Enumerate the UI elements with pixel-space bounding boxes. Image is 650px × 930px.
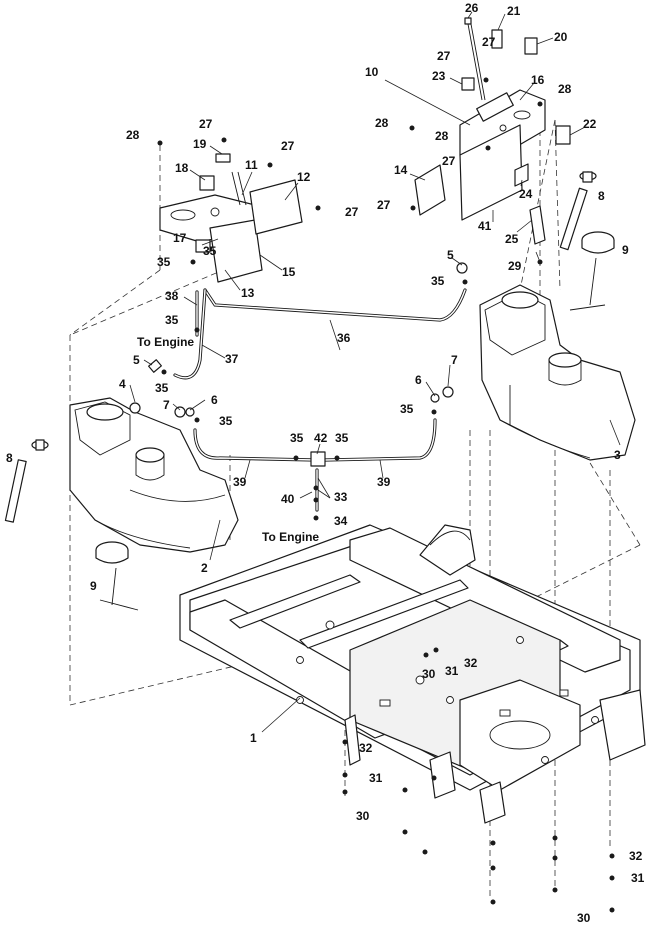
- callout-26: 26: [465, 1, 479, 15]
- callout-27e: 27: [442, 154, 456, 168]
- callout-18: 18: [175, 161, 189, 175]
- callout-35d: 35: [219, 414, 233, 428]
- callout-35a: 35: [157, 255, 171, 269]
- callout-24: 24: [519, 187, 533, 201]
- callout-35b: 35: [165, 313, 179, 327]
- left-valve-bracket: [159, 153, 303, 283]
- callout-9b: 9: [622, 243, 629, 257]
- callout-8b: 8: [598, 189, 605, 203]
- callout-5a: 5: [133, 353, 140, 367]
- callout-6a: 6: [211, 393, 218, 407]
- callout-32c: 32: [629, 849, 643, 863]
- callout-23: 23: [432, 69, 446, 83]
- fuel-cap-left: [95, 541, 139, 611]
- callout-35h: 35: [431, 274, 445, 288]
- callout-13: 13: [241, 286, 255, 300]
- callout-27g: 27: [482, 35, 496, 49]
- callout-28d: 28: [435, 129, 449, 143]
- left-fuel-tank: [69, 397, 239, 553]
- callout-1: 1: [250, 731, 257, 745]
- callout-35i: 35: [203, 244, 217, 258]
- callout-27a: 27: [199, 117, 213, 131]
- callout-28b: 28: [375, 116, 389, 130]
- callout-36: 36: [337, 331, 351, 345]
- callout-29: 29: [508, 259, 522, 273]
- callout-12: 12: [297, 170, 311, 184]
- callout-4: 4: [119, 377, 126, 391]
- callout-14: 14: [394, 163, 408, 177]
- callout-39a: 39: [233, 475, 247, 489]
- mower-frame: [179, 524, 646, 824]
- callout-21: 21: [507, 4, 521, 18]
- callout-16: 16: [531, 73, 545, 87]
- right-control-panel: [414, 17, 571, 245]
- callout-31a: 31: [445, 664, 459, 678]
- callout-7a: 7: [163, 398, 170, 412]
- callout-labels: 1 2 3 4 5 5 6 6 7 7 8 8 9 9 10 11 12 13 …: [6, 1, 645, 925]
- callout-5b: 5: [447, 248, 454, 262]
- callout-39b: 39: [377, 475, 391, 489]
- callout-41: 41: [478, 219, 492, 233]
- hardware: [157, 77, 615, 913]
- callout-37: 37: [225, 352, 239, 366]
- callout-30c: 30: [577, 911, 591, 925]
- callout-30a: 30: [422, 667, 436, 681]
- callout-8a: 8: [6, 451, 13, 465]
- callout-40: 40: [281, 492, 295, 506]
- callout-30b: 30: [356, 809, 370, 823]
- leader-lines: [129, 11, 621, 733]
- callout-27b: 27: [281, 139, 295, 153]
- callout-3: 3: [614, 448, 621, 462]
- callout-20: 20: [554, 30, 568, 44]
- callout-38: 38: [165, 289, 179, 303]
- callout-15: 15: [282, 265, 296, 279]
- callout-31b: 31: [369, 771, 383, 785]
- callout-9a: 9: [90, 579, 97, 593]
- callout-31c: 31: [631, 871, 645, 885]
- callout-25: 25: [505, 232, 519, 246]
- callout-35c: 35: [155, 381, 169, 395]
- callout-7b: 7: [451, 353, 458, 367]
- callout-11: 11: [245, 158, 258, 172]
- callout-2: 2: [201, 561, 208, 575]
- callout-27d: 27: [437, 49, 451, 63]
- callout-28a: 28: [126, 128, 140, 142]
- callout-17: 17: [173, 231, 187, 245]
- note-to-engine-upper: To Engine: [137, 335, 194, 349]
- callout-27f: 27: [377, 198, 391, 212]
- right-fuel-tank: [479, 284, 636, 461]
- fuel-cap-right: [569, 231, 615, 311]
- callout-28c: 28: [558, 82, 572, 96]
- callout-6b: 6: [415, 373, 422, 387]
- dipstick-right: [559, 171, 597, 251]
- callout-34: 34: [334, 514, 348, 528]
- callout-35g: 35: [400, 402, 414, 416]
- callout-32a: 32: [464, 656, 478, 670]
- dipstick-left: [4, 439, 49, 523]
- note-to-engine-lower: To Engine: [262, 530, 319, 544]
- callout-42: 42: [314, 431, 328, 445]
- callout-22: 22: [583, 117, 597, 131]
- callout-27c: 27: [345, 205, 359, 219]
- callout-35f: 35: [335, 431, 349, 445]
- callout-10: 10: [365, 65, 379, 79]
- callout-35e: 35: [290, 431, 304, 445]
- fuel-hoses: [173, 288, 467, 512]
- fittings: [129, 259, 468, 521]
- callout-32b: 32: [359, 741, 373, 755]
- callout-19: 19: [193, 137, 207, 151]
- callout-33: 33: [334, 490, 348, 504]
